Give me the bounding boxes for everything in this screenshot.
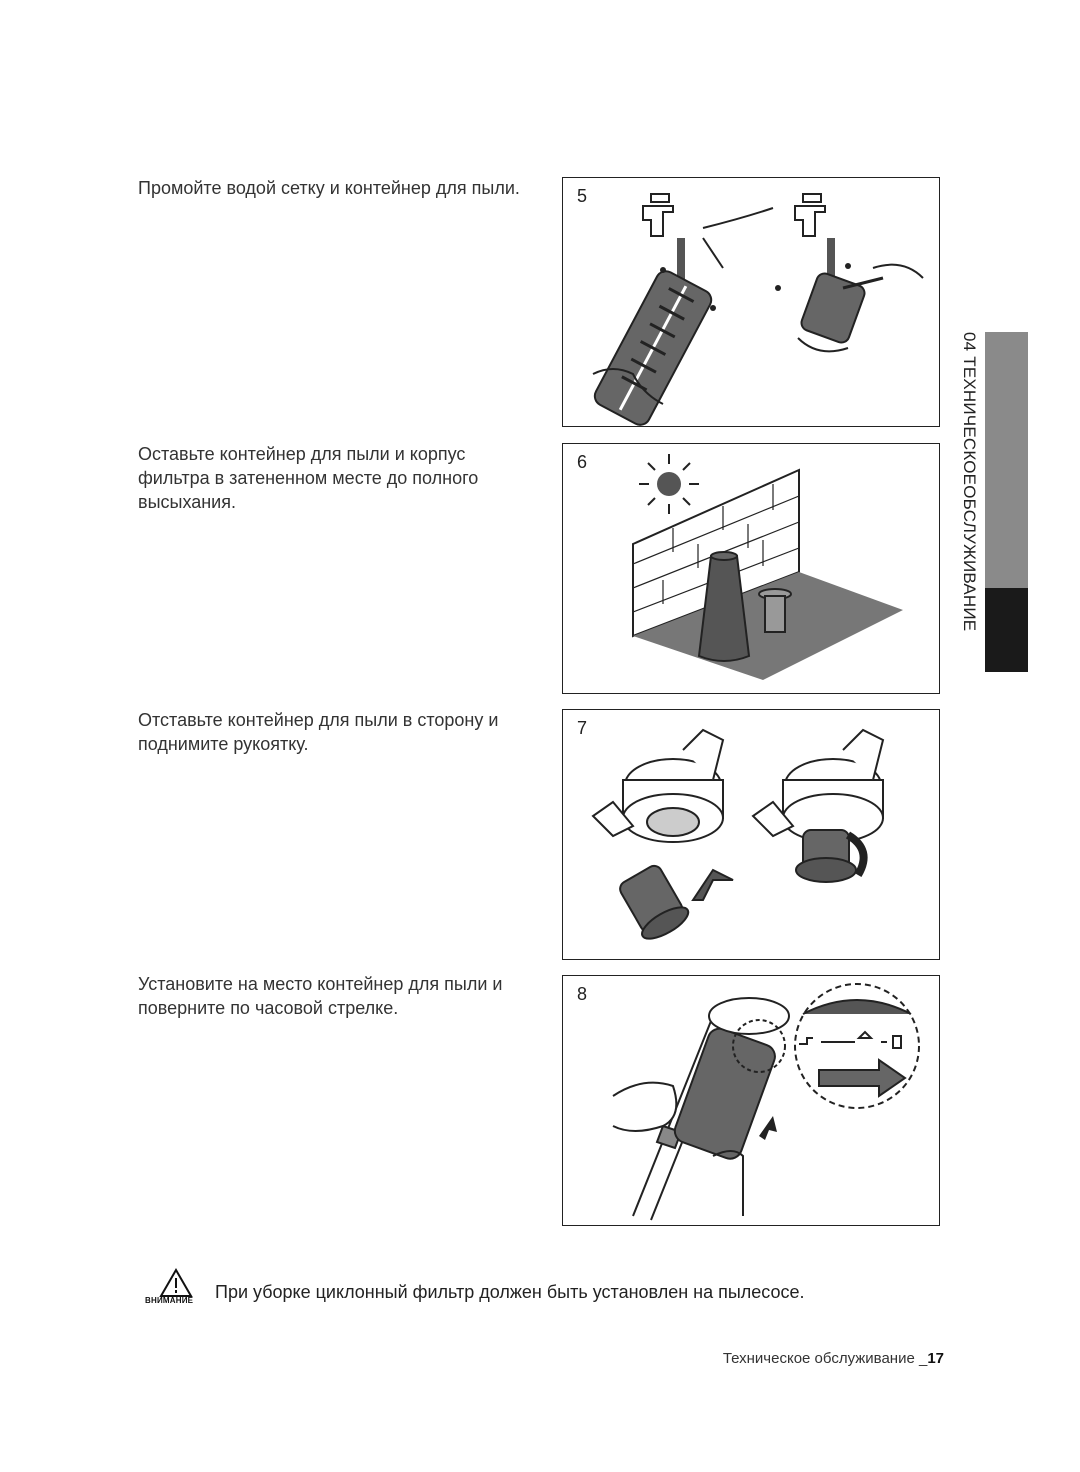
- chapter-tab-marker: [985, 588, 1028, 672]
- install-bin-illustration: [612, 983, 920, 1221]
- page-footer: Техническое обслуживание _17: [723, 1350, 944, 1367]
- step-7-number: 7: [577, 718, 588, 738]
- chapter-tab-label: 04 ТЕХНИЧЕСКОЕОБСЛУЖИВАНИЕ: [960, 332, 979, 632]
- step-5-number: 5: [577, 186, 588, 206]
- warning-text: При уборке циклонный фильтр должен быть …: [215, 1282, 805, 1302]
- step-7-text: Отставьте контейнер для пыли в сторону и…: [138, 710, 499, 754]
- step-6-text: Оставьте контейнер для пыли и корпус фил…: [138, 444, 479, 512]
- step-7-illustration: 7: [562, 709, 940, 960]
- chapter-tab-bar: [985, 332, 1028, 588]
- step-5-illustration: 5: [562, 177, 940, 427]
- step-6-number: 6: [577, 452, 588, 472]
- washing-illustration: [592, 193, 924, 426]
- step-6-illustration: 6: [562, 443, 940, 694]
- step-8-illustration: 8: [562, 975, 940, 1226]
- step-8-text: Установите на место контейнер для пыли и…: [138, 974, 503, 1018]
- step-8-number: 8: [577, 984, 588, 1004]
- drying-illustration: [632, 454, 903, 680]
- page-number: 17: [927, 1350, 944, 1367]
- step-5-text: Промойте водой сетку и контейнер для пыл…: [138, 178, 520, 198]
- footer-section: Техническое обслуживание _: [722, 1350, 928, 1367]
- remove-bin-illustration: [591, 728, 885, 940]
- warning-tag: ВНИМАНИЕ: [145, 1296, 194, 1305]
- warning-icon: [159, 1268, 193, 1297]
- chapter-tab: 04 ТЕХНИЧЕСКОЕОБСЛУЖИВАНИЕ: [955, 332, 1028, 672]
